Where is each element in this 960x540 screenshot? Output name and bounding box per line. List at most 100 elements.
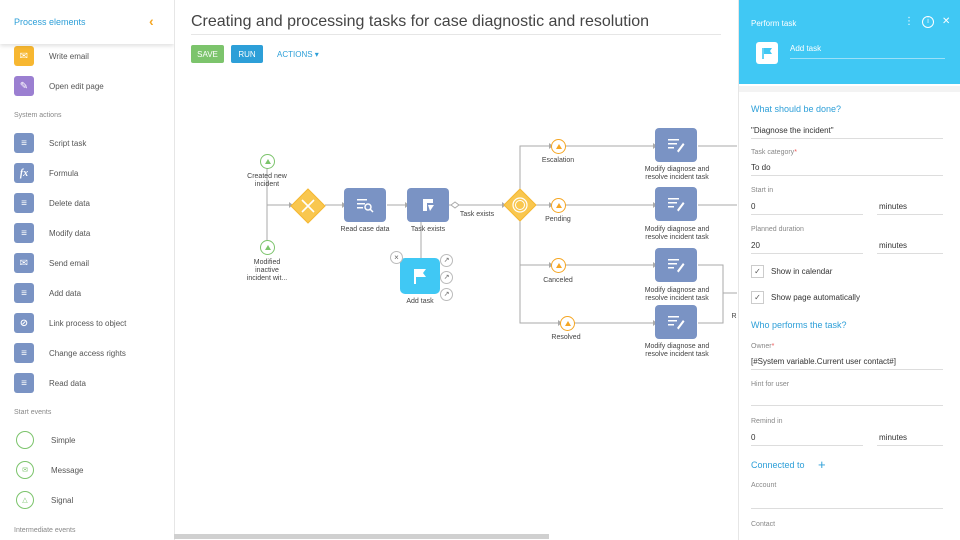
element-script-task[interactable]: ≡ Script task [14, 133, 174, 153]
link-icon: ⊘ [14, 313, 34, 333]
label-text: Owner [751, 343, 772, 350]
label-modify-2: Modify diagnose and resolve incident tas… [644, 226, 710, 241]
field-underline [751, 214, 863, 215]
hint-input[interactable] [751, 405, 943, 406]
info-icon[interactable]: i [922, 16, 934, 28]
signal-triangle-icon [564, 321, 571, 326]
process-elements-panel: Process elements ‹ ✉ Write email ✎ Open … [0, 0, 175, 540]
element-message-start[interactable]: ✉ Message [14, 460, 174, 480]
show-in-calendar-label: Show in calendar [771, 267, 833, 276]
simple-event-icon [16, 431, 34, 449]
label-modify-1: Modify diagnose and resolve incident tas… [644, 166, 710, 181]
event-based-gateway[interactable] [502, 187, 538, 223]
field-underline [751, 253, 863, 254]
exclusive-gateway[interactable] [289, 187, 327, 225]
element-write-email[interactable]: ✉ Write email [14, 46, 174, 66]
element-name-input[interactable]: Add task [790, 44, 822, 53]
email-icon: ✉ [14, 46, 34, 66]
event-pending[interactable] [551, 198, 566, 213]
start-event-created-new-incident[interactable] [260, 154, 275, 169]
access-rights-icon: ≡ [14, 343, 34, 363]
modify-data-icon [668, 259, 685, 273]
node-modify-resolved[interactable] [655, 305, 697, 339]
start-in-label: Start in [751, 187, 774, 194]
element-link-process[interactable]: ⊘ Link process to object [14, 313, 174, 333]
element-label: Write email [49, 51, 89, 61]
show-page-auto-checkbox[interactable]: ✓ [751, 291, 764, 304]
element-label: Send email [49, 258, 90, 268]
account-input[interactable] [751, 508, 943, 509]
label-canceled: Canceled [543, 277, 573, 284]
connect-dashed-icon[interactable]: ↗ [440, 271, 453, 284]
element-read-data[interactable]: ≡ Read data [14, 373, 174, 393]
element-label: Change access rights [49, 348, 126, 358]
planned-duration-unit-select[interactable]: minutes [879, 241, 908, 250]
element-label: Link process to object [49, 318, 127, 328]
formula-icon: fx [14, 163, 34, 183]
event-escalation[interactable] [551, 139, 566, 154]
element-label: Modify data [49, 228, 91, 238]
remind-in-input[interactable]: 0 [751, 433, 756, 442]
panel-title: Perform task [751, 19, 797, 28]
start-in-input[interactable]: 0 [751, 202, 756, 211]
planned-duration-input[interactable]: 20 [751, 241, 760, 250]
element-label: Simple [51, 435, 76, 445]
node-add-task[interactable] [400, 258, 440, 294]
flag-icon [414, 269, 426, 284]
element-simple-start[interactable]: Simple [14, 430, 174, 450]
section-start-events: Start events [14, 409, 52, 416]
field-underline [877, 253, 943, 254]
element-send-email[interactable]: ✉ Send email [14, 253, 174, 273]
event-canceled[interactable] [551, 258, 566, 273]
what-field[interactable]: "Diagnose the incident" [751, 126, 834, 135]
start-event-modified-inactive[interactable] [260, 240, 275, 255]
horizontal-scrollbar[interactable] [174, 534, 549, 539]
message-event-icon: ✉ [16, 461, 34, 479]
required-mark: * [794, 149, 797, 156]
section-intermediate-events: Intermediate events [14, 527, 76, 534]
element-delete-data[interactable]: ≡ Delete data [14, 193, 174, 213]
event-resolved[interactable] [560, 316, 575, 331]
task-category-label: Task category* [751, 149, 797, 156]
task-category-select[interactable]: To do [751, 163, 771, 172]
element-add-data[interactable]: ≡ Add data [14, 283, 174, 303]
label-read-case-data: Read case data [340, 226, 390, 233]
owner-label: Owner* [751, 343, 774, 350]
add-icon[interactable]: + [818, 457, 826, 472]
remind-in-unit-select[interactable]: minutes [879, 433, 908, 442]
label-resolved: Resolved [551, 334, 581, 341]
node-modify-escalation[interactable] [655, 128, 697, 162]
run-button[interactable]: RUN [231, 45, 263, 63]
actions-button[interactable]: ACTIONS ▾ [277, 50, 319, 59]
label-modify-4: Modify diagnose and resolve incident tas… [644, 343, 710, 358]
label-cut-off: R [731, 313, 737, 320]
modify-data-icon: ≡ [14, 223, 34, 243]
label-text: Task category [751, 149, 795, 156]
element-modify-data[interactable]: ≡ Modify data [14, 223, 174, 243]
element-formula[interactable]: fx Formula [14, 163, 174, 183]
save-button[interactable]: SAVE [191, 45, 224, 63]
label-add-task: Add task [406, 298, 434, 305]
signal-triangle-icon [555, 144, 562, 149]
modify-data-icon [668, 139, 685, 153]
send-email-icon: ✉ [14, 253, 34, 273]
chevron-left-icon[interactable]: ‹ [149, 13, 154, 29]
connect-association-icon[interactable]: ↗ [440, 288, 453, 301]
close-icon[interactable]: × [390, 251, 403, 264]
field-underline [751, 369, 943, 370]
element-open-edit-page[interactable]: ✎ Open edit page [14, 76, 174, 96]
show-in-calendar-checkbox[interactable]: ✓ [751, 265, 764, 278]
node-modify-canceled[interactable] [655, 248, 697, 282]
node-modify-pending[interactable] [655, 187, 697, 221]
node-task-exists[interactable] [407, 188, 449, 222]
start-in-unit-select[interactable]: minutes [879, 202, 908, 211]
owner-input[interactable]: [#System variable.Current user contact#] [751, 357, 896, 366]
element-change-access-rights[interactable]: ≡ Change access rights [14, 343, 174, 363]
close-icon[interactable]: ✕ [942, 16, 951, 27]
element-signal-start[interactable]: △ Signal [14, 490, 174, 510]
more-icon[interactable]: ⋮ [904, 16, 914, 27]
connect-arrow-icon[interactable]: ↗ [440, 254, 453, 267]
node-read-case-data[interactable] [344, 188, 386, 222]
label-modified-inactive: Modified inactive incident wit... [246, 259, 288, 282]
read-data-icon [357, 199, 374, 213]
